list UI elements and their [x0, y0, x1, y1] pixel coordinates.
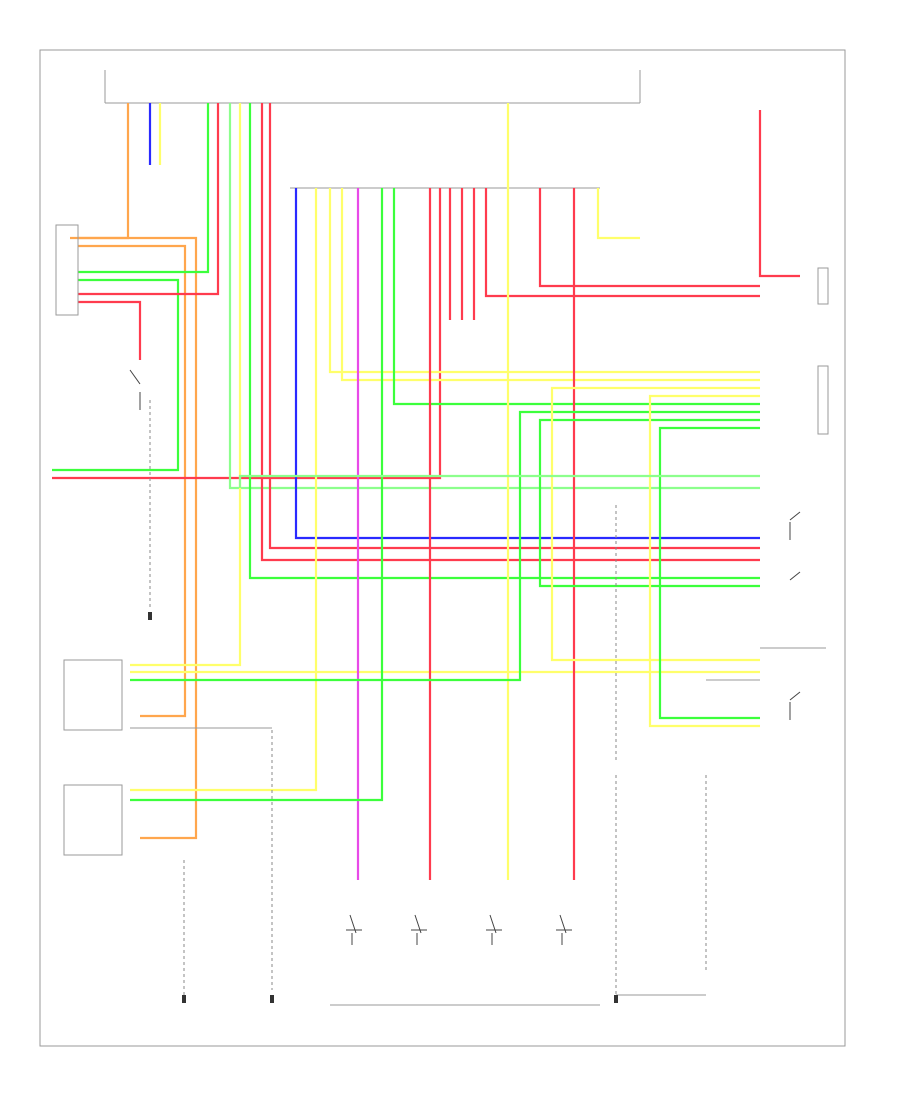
right-connector-2 — [817, 365, 829, 435]
left-switch-box-2 — [63, 784, 123, 856]
wire-red-4 — [260, 103, 760, 562]
wire-orange-1 — [70, 103, 130, 240]
gray-wires — [149, 400, 707, 995]
wire-yellow-7 — [596, 188, 640, 240]
wire-green-6 — [130, 410, 760, 682]
wire-green-4 — [130, 188, 384, 802]
wire-red-5 — [268, 103, 760, 550]
wire-yellow-5 — [340, 188, 760, 382]
left-switch-box-1 — [63, 659, 123, 731]
wire-green-5 — [392, 188, 760, 406]
ground-symbols — [148, 612, 618, 1003]
bottom-switches — [129, 369, 801, 945]
wire-orange-2 — [78, 236, 198, 840]
wire-green-2 — [52, 278, 180, 472]
wire-yellow-4 — [328, 188, 760, 374]
wire-blue-1 — [294, 188, 760, 540]
top-bus — [104, 70, 641, 189]
wire-yellow-8 — [550, 386, 760, 662]
wire-red-3 — [52, 188, 442, 480]
wire-yellow-3 — [130, 188, 318, 792]
wires — [52, 103, 800, 880]
wire-lightgreen-1 — [228, 103, 760, 490]
wire-red-1 — [78, 103, 220, 296]
diagram-frame — [39, 49, 846, 1047]
gray-solid-wires — [130, 647, 826, 1006]
wire-red-10 — [484, 188, 760, 298]
wire-yellow-9 — [648, 394, 760, 728]
wire-lightgreen-2 — [238, 474, 760, 488]
wire-yellow-1 — [130, 103, 242, 667]
wire-green-1 — [78, 103, 210, 274]
wire-orange-3 — [78, 244, 187, 718]
wire-red-13 — [758, 110, 800, 278]
right-connector-1 — [817, 267, 829, 305]
wire-red-2 — [78, 300, 142, 360]
left-connector — [55, 224, 79, 316]
wire-green-8 — [658, 426, 760, 720]
wire-green-3 — [248, 103, 760, 580]
wire-red-11 — [538, 188, 760, 288]
